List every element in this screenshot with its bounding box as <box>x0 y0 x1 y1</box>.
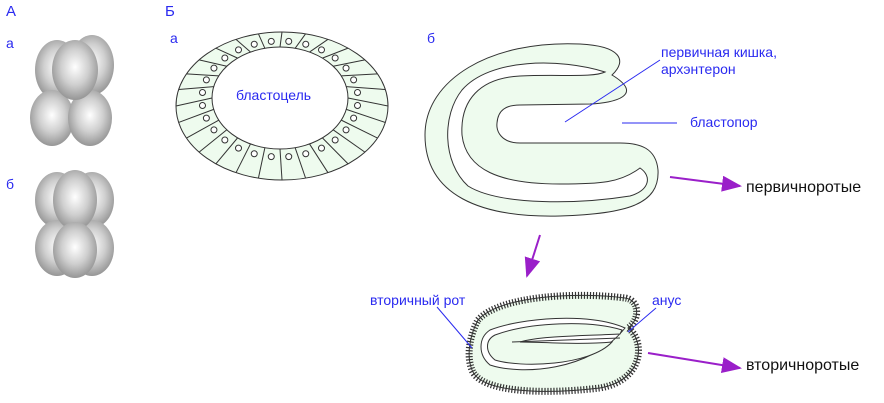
panel-b-sub-b: б <box>427 30 436 46</box>
mouth-pointer <box>436 306 473 349</box>
archenteron-label-1: первичная кишка, <box>661 44 777 60</box>
nucleus <box>285 37 293 45</box>
deuterostomes-label: вторичноротые <box>746 357 860 374</box>
nucleus <box>250 40 258 48</box>
cell-wall <box>341 119 378 139</box>
cell-wall <box>309 38 329 53</box>
cell-wall <box>333 59 365 67</box>
cell-wall <box>178 86 214 91</box>
nucleus <box>250 150 258 158</box>
anus-label: анус <box>652 292 682 308</box>
deuterostome-embryo <box>465 291 642 395</box>
cell-wall <box>341 73 378 77</box>
nucleus <box>235 46 243 54</box>
nucleus <box>331 136 339 144</box>
nucleus <box>350 114 358 122</box>
secondary-mouth-label: вторичный рот <box>370 292 466 308</box>
cell-wall <box>186 73 219 77</box>
cell-wall <box>199 59 227 67</box>
blastocoel-label: бластоцель <box>236 87 312 103</box>
cell-wall <box>235 143 251 173</box>
nucleus <box>202 114 210 122</box>
cell-wall <box>294 147 307 179</box>
cleavage-spiral <box>30 35 114 146</box>
panel-a-sub-b: б <box>6 176 15 192</box>
cell-wall <box>294 33 306 49</box>
cell-wall <box>347 97 389 107</box>
cell-wall <box>309 143 329 173</box>
nucleus <box>198 101 206 109</box>
nucleus <box>235 144 243 152</box>
cell-wall <box>279 31 283 48</box>
nucleus <box>302 150 310 158</box>
nucleus <box>198 89 206 97</box>
cell-wall <box>198 129 228 153</box>
cell-wall <box>186 119 219 139</box>
cell-wall <box>178 108 214 123</box>
gastrula <box>424 43 659 217</box>
nucleus <box>317 144 325 152</box>
cell-wall <box>215 137 238 165</box>
nucleus <box>354 89 362 97</box>
nucleus <box>350 76 358 84</box>
nucleus <box>267 37 275 45</box>
cell-wall <box>332 129 366 153</box>
cell-wall <box>257 33 266 49</box>
arrow-down <box>524 234 541 278</box>
cell-wall <box>175 97 213 107</box>
cell-wall <box>257 147 266 179</box>
panel-a-label: А <box>6 3 17 20</box>
nucleus <box>221 54 229 62</box>
protostomes-label: первичноротые <box>746 179 862 196</box>
cell-wall <box>235 38 251 53</box>
cell-wall <box>322 137 349 165</box>
nucleus <box>210 64 218 72</box>
nucleus <box>342 64 350 72</box>
nucleus <box>267 153 275 161</box>
cell-wall <box>346 86 386 91</box>
nucleus <box>202 76 210 84</box>
nucleus <box>317 46 325 54</box>
cleavage-radial <box>35 170 114 278</box>
archenteron-pointer <box>564 59 661 123</box>
anus-pointer <box>627 307 657 333</box>
nucleus <box>221 136 229 144</box>
panel-a-sub-a: а <box>6 35 14 51</box>
archenteron-label-2: архэнтерон <box>661 61 736 77</box>
cell-wall <box>215 47 238 59</box>
cell-wall <box>322 47 349 59</box>
arrow-deuterostomes <box>647 352 742 373</box>
nucleus <box>342 126 350 134</box>
panel-b-label: Б <box>165 3 175 20</box>
nucleus <box>285 153 293 161</box>
panel-b-sub-a: а <box>170 30 178 46</box>
cell-wall <box>346 108 386 123</box>
nucleus <box>302 40 310 48</box>
blastopore-label: бластопор <box>690 114 758 130</box>
nucleus <box>331 54 339 62</box>
nucleus <box>210 126 218 134</box>
cell-wall <box>279 148 283 181</box>
arrow-protostomes <box>669 175 742 192</box>
nucleus <box>354 101 362 109</box>
